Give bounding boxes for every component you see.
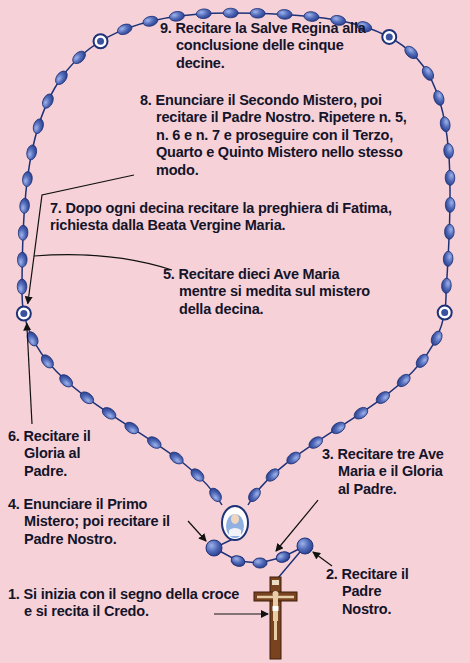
decade-bead [395,372,413,389]
decade-bead [57,372,75,389]
leader-line [34,255,172,270]
decade-bead [439,116,451,132]
decade-bead [374,389,392,406]
decade-bead [189,466,207,483]
instruction-label: 4. Enunciare il Primo Mistero; poi recit… [8,496,188,548]
medal-bead-center [441,309,448,316]
leader-arrow [276,500,318,551]
decade-bead [22,171,33,187]
decade-bead [25,144,37,161]
instruction-label: 2. Recitare il Padre Nostro. [326,566,426,618]
decade-bead [443,251,453,267]
leader-arrow [313,552,332,566]
decade-bead [78,389,96,406]
decade-bead [445,197,455,212]
large-bead [297,538,313,554]
decade-bead [432,89,446,106]
instruction-label: 1. Si inizia con il segno della croce e … [8,586,240,621]
decade-bead [145,434,163,450]
decade-bead [18,225,28,240]
large-bead [206,540,222,556]
decade-bead [207,486,224,504]
small-bead [230,554,247,568]
medal-bead-center [20,310,27,317]
medal-bead [438,306,452,320]
decade-bead [196,9,212,19]
decade-bead [329,420,347,436]
leader-arrow [27,324,32,425]
instruction-label: 3. Recitare tre Ave Maria e il Gloria al… [322,446,458,498]
central-medal [222,506,248,540]
decade-bead [123,420,141,436]
medal-bead [94,34,108,48]
small-bead [275,550,292,564]
decade-bead [17,252,27,267]
small-bead [253,558,267,568]
decade-bead [277,9,293,19]
decade-bead [142,15,159,28]
decade-bead [429,329,444,347]
leader-arrow [214,613,268,614]
decade-bead [444,224,454,239]
decade-bead [420,65,436,83]
decade-bead [32,118,46,135]
decade-bead [441,278,452,294]
medal-bead-center [97,38,104,45]
rosary-pendant [206,506,313,659]
medal-bead [382,30,396,44]
instruction-label: 5. Recitare dieci Ave Maria mentre si me… [163,266,373,318]
decade-bead [443,143,454,159]
decade-bead [246,486,263,504]
leader-lines [27,175,332,614]
chain [214,538,305,578]
decade-bead [414,352,431,370]
decade-bead [307,434,325,450]
decade-bead [402,44,420,61]
decade-bead [19,198,30,214]
decade-bead [168,450,186,467]
decade-bead [39,353,56,371]
decade-bead [285,450,303,467]
instruction-label: 8. Enunciare il Secondo Mistero, poi rec… [140,92,418,179]
decade-bead [116,22,133,36]
medal-bead [17,306,31,320]
leader-arrow [188,521,206,541]
leader-arrow [28,175,134,304]
decade-bead [100,405,118,421]
instruction-label: 9. Recitare la Salve Regina alla conclus… [160,20,375,72]
decade-bead [53,69,69,87]
decade-bead [17,279,27,294]
decade-bead [445,170,455,185]
decade-bead [352,405,370,421]
decade-bead [70,49,88,66]
decade-bead [250,8,265,18]
medal-bead-center [386,33,393,40]
decade-bead [223,8,238,18]
instruction-label: 7. Dopo ogni decina recitare la preghier… [50,200,400,235]
instruction-label: 6. Recitare il Gloria al Padre. [8,428,120,480]
decade-bead [264,466,282,483]
crucifix [254,577,297,659]
decade-bead [40,92,55,110]
